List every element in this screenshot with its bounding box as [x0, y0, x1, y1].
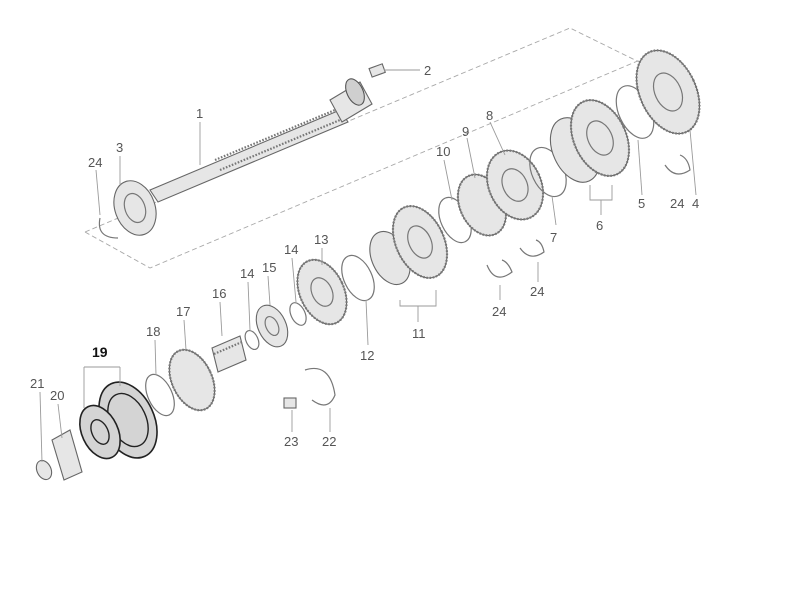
- part-20-plate[interactable]: [51, 429, 83, 481]
- part-15-bearing[interactable]: [250, 300, 294, 352]
- part-24-circlip-d[interactable]: [486, 259, 513, 278]
- part-16-needle-bearing[interactable]: [211, 335, 247, 373]
- label-12: 12: [360, 348, 374, 363]
- part-4-gear[interactable]: [624, 40, 712, 143]
- label-17: 17: [176, 304, 190, 319]
- label-4: 4: [692, 196, 699, 211]
- part-24-circlip-a[interactable]: [98, 217, 119, 239]
- label-5: 5: [638, 196, 645, 211]
- label-3: 3: [116, 140, 123, 155]
- part-2-bolt[interactable]: [368, 63, 386, 78]
- label-24-d: 24: [492, 304, 506, 319]
- label-11: 11: [412, 326, 426, 341]
- label-23: 23: [284, 434, 298, 449]
- part-8-gear[interactable]: [476, 141, 554, 228]
- part-24-circlip-b[interactable]: [664, 154, 691, 175]
- label-15: 15: [262, 260, 276, 275]
- part-13-gear[interactable]: [288, 252, 357, 332]
- part-18-ring[interactable]: [140, 370, 180, 420]
- part-24-circlip-c[interactable]: [519, 239, 545, 257]
- leader-lines: [39, 69, 697, 463]
- label-14-a: 14: [284, 242, 298, 257]
- part-23-bolt[interactable]: [283, 397, 297, 409]
- label-7: 7: [550, 230, 557, 245]
- label-22: 22: [322, 434, 336, 449]
- part-3-bearing[interactable]: [107, 175, 164, 241]
- label-8: 8: [486, 108, 493, 123]
- part-14-washer-b[interactable]: [242, 328, 261, 351]
- label-9: 9: [462, 124, 469, 139]
- label-21: 21: [30, 376, 44, 391]
- label-19: 19: [92, 344, 108, 360]
- part-1-shaft[interactable]: [149, 76, 373, 203]
- part-11-synchro-pack[interactable]: [362, 197, 458, 291]
- label-18: 18: [146, 324, 160, 339]
- part-22-clip[interactable]: [304, 367, 336, 406]
- label-24-a: 24: [88, 155, 102, 170]
- label-16: 16: [212, 286, 226, 301]
- part-21-nut[interactable]: [33, 458, 54, 482]
- part-17-gear[interactable]: [160, 343, 223, 418]
- label-10: 10: [436, 144, 450, 159]
- part-6-hub-assembly[interactable]: [541, 91, 641, 190]
- label-2: 2: [424, 63, 431, 78]
- label-13: 13: [314, 232, 328, 247]
- part-12-ring[interactable]: [335, 250, 381, 305]
- assembly-frame: [84, 27, 701, 269]
- label-20: 20: [50, 388, 64, 403]
- label-24-c: 24: [530, 284, 544, 299]
- label-6: 6: [596, 218, 603, 233]
- part-19-highlighted-assembly[interactable]: [72, 373, 169, 467]
- label-24-b: 24: [670, 196, 684, 211]
- label-14-b: 14: [240, 266, 254, 281]
- label-1: 1: [196, 106, 203, 121]
- part-14-washer-a[interactable]: [287, 300, 310, 328]
